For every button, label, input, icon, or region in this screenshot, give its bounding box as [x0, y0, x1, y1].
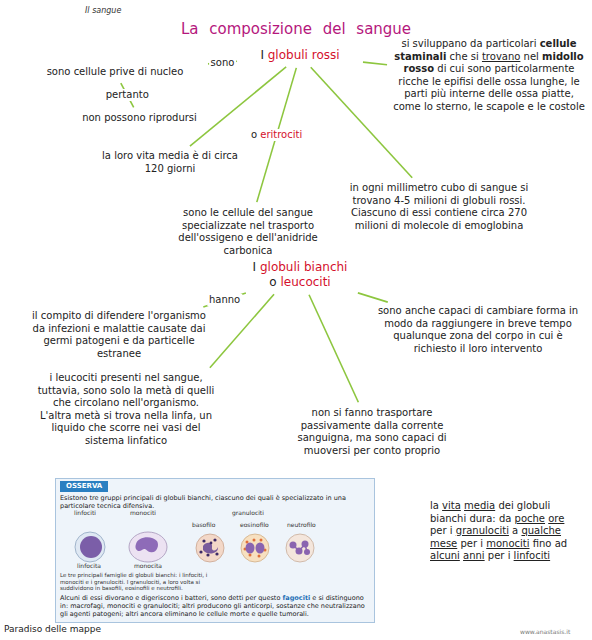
- cell-label: granulociti: [232, 510, 264, 517]
- node-text: sono le cellule del sangue specializzate…: [164, 207, 332, 257]
- panel-text: Esistono tre gruppi principali di globul…: [60, 494, 370, 510]
- cell-label: eosinofilo: [240, 522, 269, 529]
- cell-label: neutrofilo: [287, 522, 316, 529]
- note-label: Paradiso delle mappe: [4, 624, 101, 634]
- concept-node: sono cellule prive di nucleo: [25, 64, 205, 81]
- node-text: sono cellule prive di nucleo: [27, 66, 203, 79]
- edge-label: o eritrociti: [249, 129, 304, 141]
- concept-node: la loro vita media è di circa 120 giorni: [100, 148, 240, 177]
- connector-line: [311, 67, 412, 178]
- cell-label: basofilo: [192, 522, 215, 529]
- panel-heading: OSSERVA: [60, 481, 108, 492]
- blood-cells-illustration: [60, 510, 360, 572]
- concept-node: I globuli bianchio leucociti: [240, 258, 360, 292]
- cell-label: linfociti: [74, 510, 96, 517]
- concept-node: in ogni millimetro cubo di sangue si tro…: [345, 180, 533, 234]
- concept-node: i leucociti presenti nel sangue, tuttavi…: [35, 370, 217, 449]
- concept-node: sono anche capaci di cambiare forma in m…: [372, 303, 584, 357]
- node-text: il compito di difendere l'organismo da i…: [32, 310, 206, 360]
- concept-node: non si fanno trasportare passivamente da…: [292, 405, 452, 459]
- concept-node: si sviluppano da particolari cellule sta…: [390, 36, 588, 115]
- connector-line: [363, 62, 387, 65]
- concept-node: la vita media dei globuli bianchi dura: …: [428, 498, 586, 565]
- panel-text: Alcuni di essi divorano e digeriscono i …: [60, 594, 370, 618]
- node-text: i leucociti presenti nel sangue, tuttavi…: [37, 372, 215, 447]
- panel-text: Le tre principali famiglie di globuli bi…: [60, 572, 225, 592]
- edge-label: pertanto: [104, 89, 151, 101]
- info-panel: OSSERVA Esistono tre gruppi principali di…: [55, 478, 375, 623]
- cell-label: linfocita: [77, 563, 101, 570]
- diagram-title: La composizione del sangue: [0, 20, 592, 38]
- node-text: in ogni millimetro cubo di sangue si tro…: [347, 182, 531, 232]
- concept-node: il compito di difendere l'organismo da i…: [30, 308, 208, 362]
- connector-line: [309, 295, 358, 403]
- node-text: o leucociti: [242, 275, 358, 290]
- cell-label: monocita: [134, 563, 162, 570]
- illustration-area: linfociti monociti granulociti basofilo eosi…: [60, 510, 370, 572]
- node-text: non possono riprodursi: [64, 112, 215, 125]
- node-text: I globuli rossi: [242, 48, 358, 63]
- connector-line: [358, 293, 388, 302]
- note-label: Il sangue: [85, 6, 121, 15]
- node-text: I globuli bianchi: [242, 260, 358, 275]
- node-text: la loro vita media è di circa 120 giorni: [102, 150, 238, 175]
- cell-label: monociti: [130, 510, 156, 517]
- edge-label: sono: [209, 57, 237, 69]
- concept-node: non possono riprodursi: [62, 110, 217, 127]
- node-text: la vita media dei globuli bianchi dura: …: [430, 500, 584, 563]
- node-text: si sviluppano da particolari cellule sta…: [392, 38, 586, 113]
- note-label: www.anastasis.it: [520, 628, 570, 635]
- concept-node: I globuli rossi: [240, 46, 360, 65]
- concept-node: sono le cellule del sangue specializzate…: [162, 205, 334, 259]
- edge-label: hanno: [207, 294, 242, 306]
- connector-line: [203, 293, 246, 307]
- node-text: sono anche capaci di cambiare forma in m…: [374, 305, 582, 355]
- node-text: non si fanno trasportare passivamente da…: [294, 407, 450, 457]
